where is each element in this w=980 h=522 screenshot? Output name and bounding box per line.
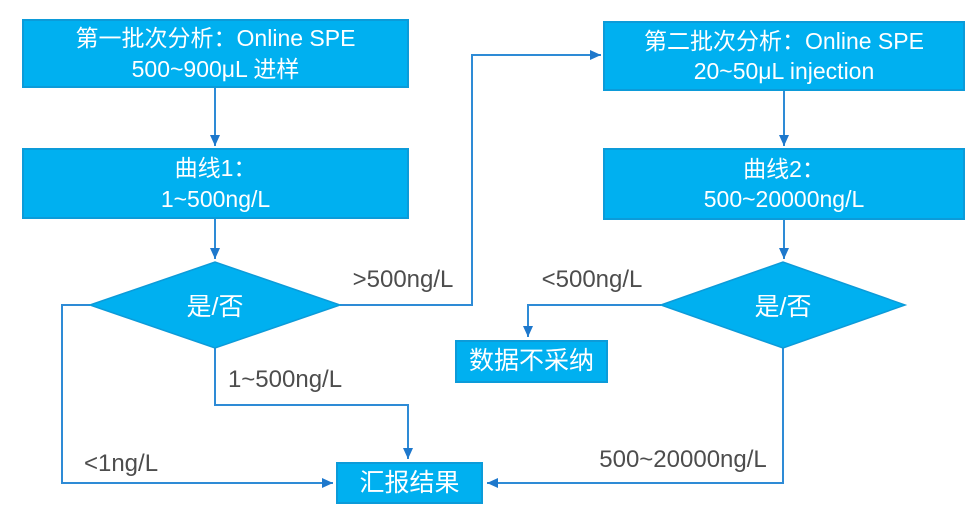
node-curve1-line2: 1~500ng/L	[160, 185, 271, 212]
node-batch1-line2: 500~900μL 进样	[131, 55, 300, 82]
node-curve2-line1: 曲线2：	[743, 155, 825, 182]
edge-label-gt500: >500ng/L	[352, 266, 454, 293]
edge-label-range2: 500~20000ng/L	[599, 446, 767, 473]
node-curve2-line2: 500~20000ng/L	[703, 186, 865, 212]
node-curve1: 曲线1： 1~500ng/L	[22, 148, 409, 219]
decision1-label: 是/否	[186, 293, 244, 321]
decision1-diamond	[87, 261, 343, 349]
node-curve1-line1: 曲线1：	[174, 155, 257, 182]
node-reject: 数据不采纳	[455, 340, 608, 383]
edge-label-lt500: <500ng/L	[541, 266, 643, 293]
node-report-label: 汇报结果	[359, 468, 460, 497]
edge-decision2-to-report	[487, 348, 784, 488]
node-batch2: 第二批次分析：Online SPE 20~50μL injection	[603, 21, 965, 91]
node-report: 汇报结果	[336, 462, 483, 504]
node-batch2-line1: 第二批次分析：Online SPE	[644, 27, 924, 54]
node-batch1-line1: 第一批次分析：Online SPE	[75, 25, 356, 52]
node-batch2-line2: 20~50μL injection	[693, 58, 875, 84]
edge-label-lt1: <1ng/L	[83, 450, 159, 477]
decision2-label: 是/否	[754, 293, 812, 321]
edge-decision2-to-reject	[523, 304, 661, 337]
node-batch1: 第一批次分析：Online SPE 500~900μL 进样	[22, 19, 409, 88]
node-curve2: 曲线2： 500~20000ng/L	[603, 148, 965, 220]
edge-decision1-to-report	[214, 348, 413, 459]
edge-label-range1: 1~500ng/L	[227, 366, 343, 393]
edge-decision1-left-to-report	[61, 304, 333, 488]
decision2-diamond	[658, 261, 908, 349]
node-reject-label: 数据不采纳	[468, 347, 594, 375]
edge-decision1-to-batch2	[340, 50, 601, 306]
